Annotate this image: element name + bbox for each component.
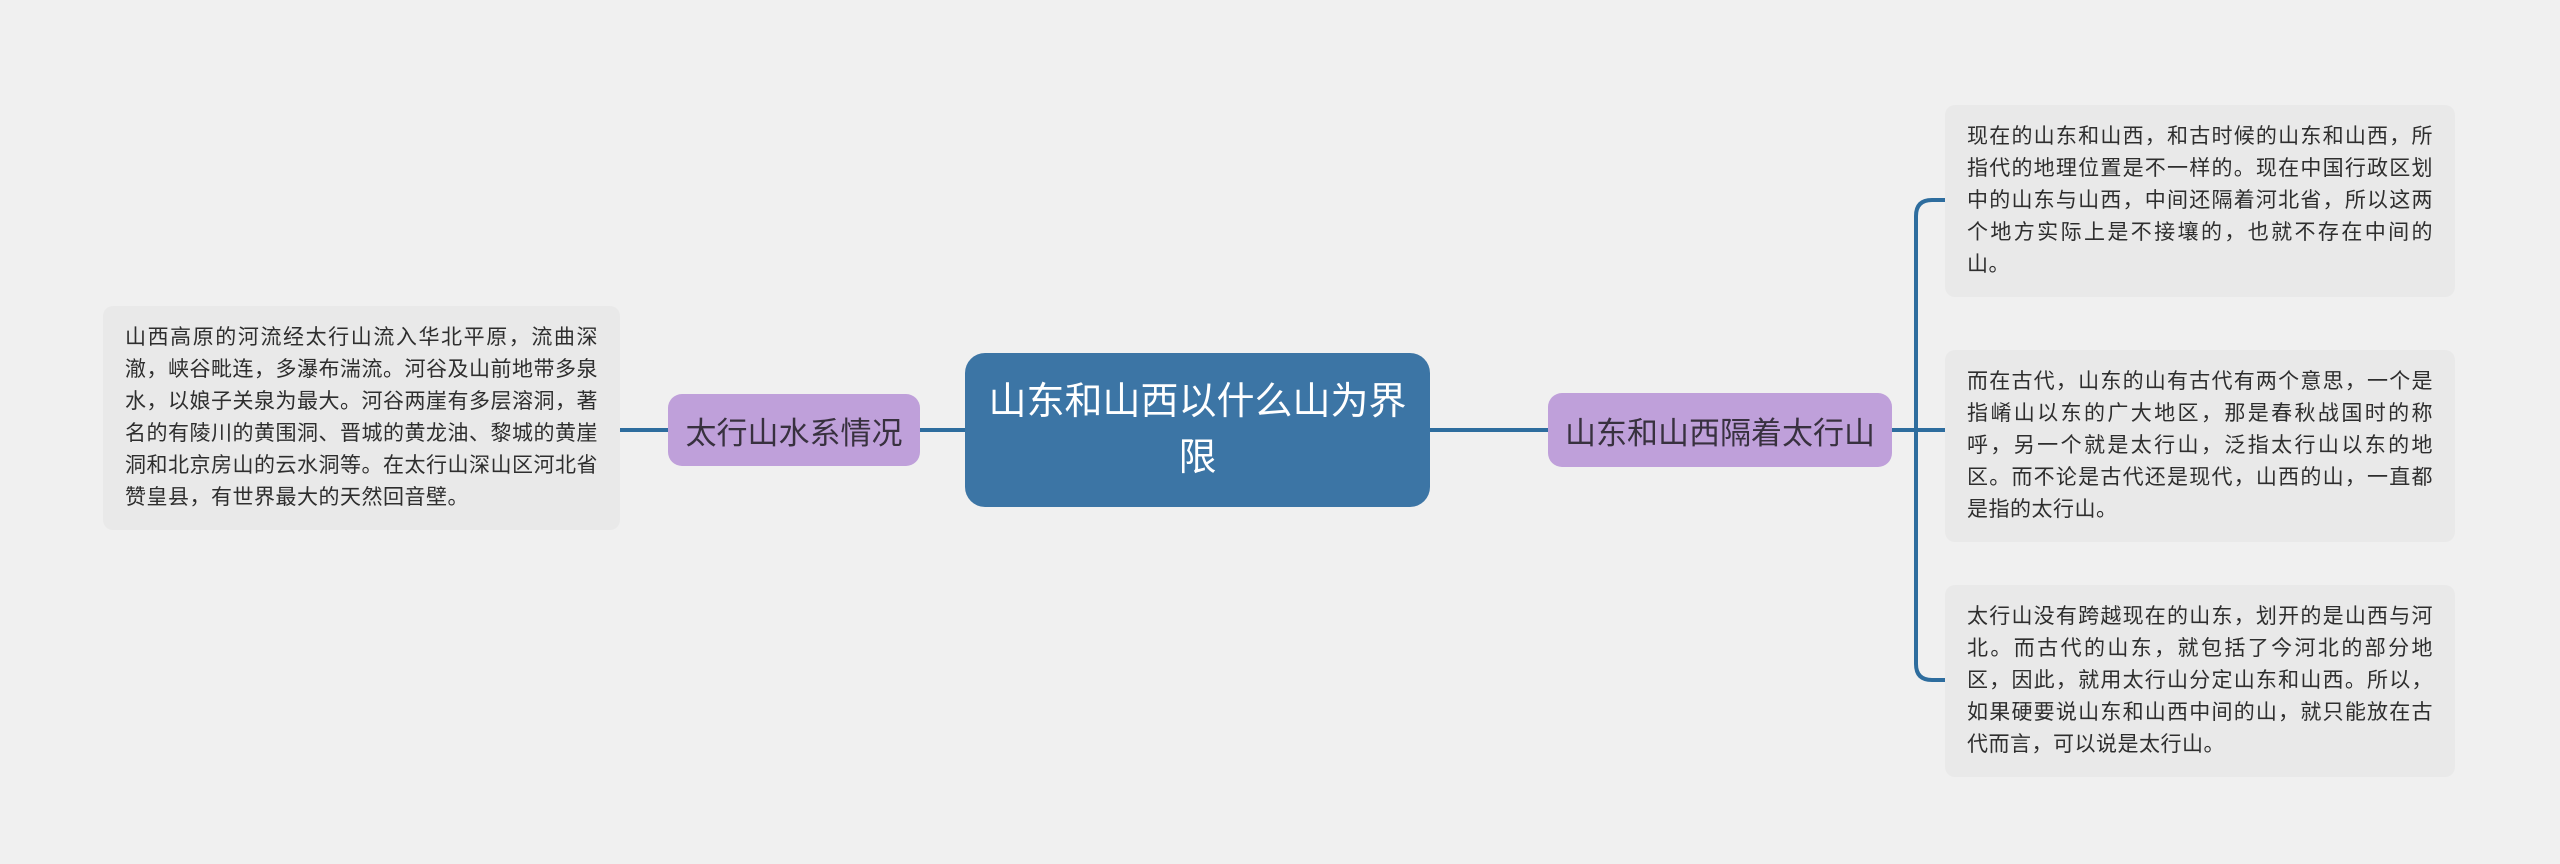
- connector-right-branch-trunk: [1914, 198, 1945, 682]
- right-detail-node-2[interactable]: 而在古代，山东的山有古代有两个意思，一个是指崤山以东的广大地区，那是春秋战国时的…: [1945, 350, 2455, 542]
- root-node[interactable]: 山东和山西以什么山为界限: [965, 353, 1430, 507]
- right-detail-node-3[interactable]: 太行山没有跨越现在的山东，划开的是山西与河北。而古代的山东，就包括了今河北的部分…: [1945, 585, 2455, 777]
- left-detail-node[interactable]: 山西高原的河流经太行山流入华北平原，流曲深澈，峡谷毗连，多瀑布湍流。河谷及山前地…: [103, 306, 620, 530]
- right-topic-node[interactable]: 山东和山西隔着太行山: [1548, 393, 1892, 467]
- right-detail-node-1[interactable]: 现在的山东和山西，和古时候的山东和山西，所指代的地理位置是不一样的。现在中国行政…: [1945, 105, 2455, 297]
- left-topic-node[interactable]: 太行山水系情况: [668, 394, 920, 466]
